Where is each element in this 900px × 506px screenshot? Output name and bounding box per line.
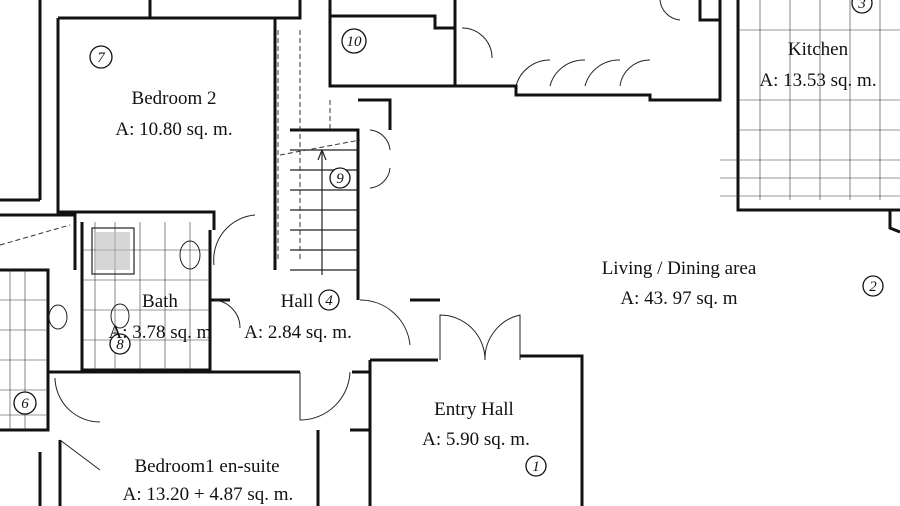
room-area-bedroom1: A: 13.20 + 4.87 sq. m. [123, 484, 294, 505]
room-name-living: Living / Dining area [602, 258, 757, 279]
ensuite-tiles [0, 270, 48, 430]
staircase [277, 30, 361, 275]
kitchen-tiles [720, 0, 900, 200]
room-area-bath: A: 3.78 sq. m [109, 322, 212, 343]
room-name-hall: Hall [281, 291, 314, 312]
room-number-kitchen: 3 [857, 0, 866, 12]
room-labels: Bedroom 2 A: 10.80 sq. m. Kitchen A: 13.… [109, 39, 877, 505]
room-number-hall: 4 [325, 293, 333, 309]
room-number-bedroom1: 6 [21, 396, 29, 412]
room-number-entry: 1 [532, 459, 540, 475]
room-number-bath: 8 [116, 337, 124, 353]
room-area-kitchen: A: 13.53 sq. m. [759, 70, 876, 91]
room-area-bedroom2: A: 10.80 sq. m. [115, 119, 232, 140]
room-area-hall: A: 2.84 sq. m. [244, 322, 352, 343]
room-number-living: 2 [869, 279, 877, 295]
room-number-cupboard: 10 [347, 34, 363, 50]
room-number-bedroom2: 7 [97, 50, 106, 66]
shower-tray [91, 227, 135, 275]
room-name-bedroom2: Bedroom 2 [132, 88, 217, 109]
room-area-entry: A: 5.90 sq. m. [422, 429, 530, 450]
room-name-bath: Bath [142, 291, 178, 312]
room-name-kitchen: Kitchen [788, 39, 849, 60]
room-number-stairs: 9 [336, 171, 344, 187]
room-area-living: A: 43. 97 sq. m [620, 288, 737, 309]
room-number-markers: 7 3 2 8 4 1 6 10 9 [13, 0, 884, 477]
room-name-bedroom1: Bedroom1 en-suite [134, 456, 279, 477]
room-name-entry: Entry Hall [434, 399, 514, 420]
doors [0, 0, 681, 471]
